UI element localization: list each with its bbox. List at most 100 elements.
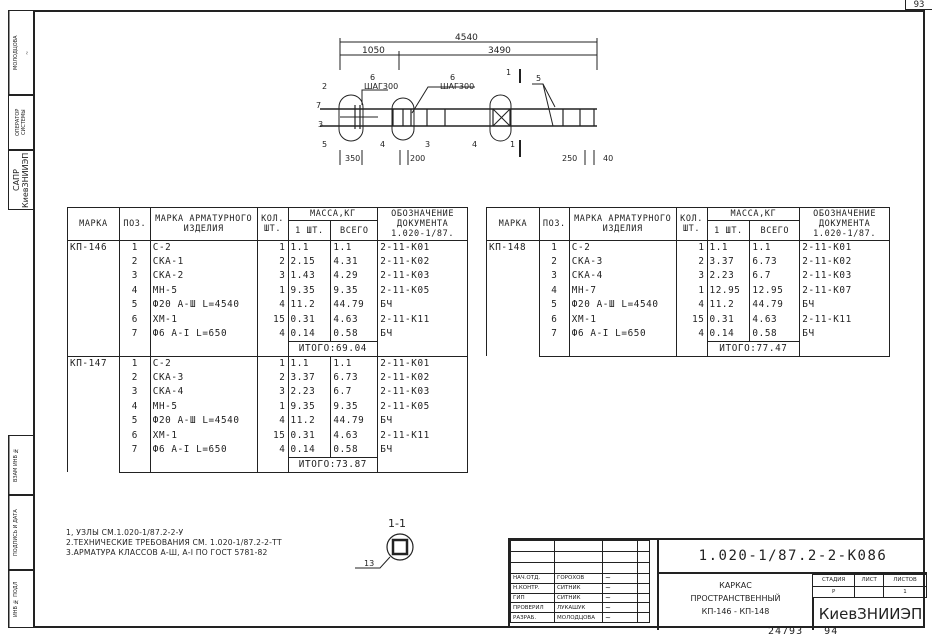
cell-pos: 6 xyxy=(118,312,151,327)
section-title: 1-1 xyxy=(388,517,406,530)
cell-unit-mass: 0.14 xyxy=(287,326,332,342)
cell-unit-mass: 0.31 xyxy=(287,428,332,443)
note: 1, УЗЛЫ СМ.1.020-1/87.2-2-У xyxy=(66,528,184,537)
dim-left: 1050 xyxy=(362,46,385,56)
cell-qty: 1 xyxy=(675,240,708,255)
drawing-frame xyxy=(33,10,925,628)
bottom-stamp: 24793 94 xyxy=(768,626,838,637)
section-1-1: 1-1 13 xyxy=(355,517,414,569)
cell-total-mass: 6.73 xyxy=(330,370,379,386)
cell-qty: 2 xyxy=(675,255,708,270)
cell-item: Ф6 А-I L=650 xyxy=(568,326,677,342)
cell-unit-mass: 11.2 xyxy=(287,298,332,313)
cell-doc: 2-11-К01 xyxy=(377,355,468,371)
cell-total-mass: 4.29 xyxy=(330,269,379,284)
callout-6: 6 xyxy=(370,73,375,82)
cell-pos: 1 xyxy=(538,240,570,255)
header-qty: КОЛ. ШТ. xyxy=(256,207,289,241)
header-mass: МАССА,КГ xyxy=(706,207,801,221)
side-stamp-author: МОЛОДЦОВА~ xyxy=(8,10,34,95)
cell-unit-mass: 3.37 xyxy=(706,255,751,270)
signer-role: ПРОВЕРИЛ xyxy=(510,602,555,614)
callout-2: 2 xyxy=(322,82,327,91)
note: 2.ТЕХНИЧЕСКИЕ ТРЕБОВАНИЯ СМ. 1.020-1/87.… xyxy=(66,538,282,547)
signer-name: ЛУКАШУК xyxy=(554,602,603,614)
cell-total-mass: 4.63 xyxy=(330,312,379,327)
cell-doc: 2-11-К01 xyxy=(799,240,890,255)
cell-total-mass: 0.58 xyxy=(749,326,801,342)
dim-right: 3490 xyxy=(488,46,511,56)
cell-unit-mass: 0.14 xyxy=(706,326,751,342)
cell-doc: 2-11-К02 xyxy=(377,255,468,270)
cell-qty: 2 xyxy=(256,370,289,386)
callout-4: 4 xyxy=(472,140,477,149)
cell-doc: БЧ xyxy=(377,326,468,342)
cell-qty: 3 xyxy=(256,385,289,400)
header-qty: КОЛ. ШТ. xyxy=(675,207,708,241)
cell-total-mass: 1.1 xyxy=(330,355,379,371)
cell-unit-mass: 9.35 xyxy=(287,399,332,415)
cell-pos: 3 xyxy=(118,269,151,284)
header-row: 1 ШТ.ВСЕГО xyxy=(68,220,468,241)
cell-unit-mass: 0.14 xyxy=(287,442,332,458)
sheet-value xyxy=(854,585,885,598)
side-stamp-text: ВЗАМ ИНВ № xyxy=(9,436,22,494)
header-unit: 1 ШТ. xyxy=(287,220,332,241)
cell-pos: 4 xyxy=(118,283,151,299)
corner-sheet-number: 93 xyxy=(905,0,932,10)
dim-200: 200 xyxy=(410,154,425,163)
total-row: ИТОГО:73.87 xyxy=(68,456,468,473)
cell-pos: 3 xyxy=(118,385,151,400)
cell-total-mass: 44.79 xyxy=(330,298,379,313)
signature: ~ xyxy=(602,592,638,604)
cell-item: МН-5 xyxy=(149,399,258,415)
cell-doc: 2-11-К05 xyxy=(377,283,468,299)
cell-doc: 2-11-К01 xyxy=(377,240,468,255)
cell-unit-mass: 9.35 xyxy=(287,283,332,299)
cell-doc: БЧ xyxy=(377,414,468,429)
signer-role: РАЗРАБ. xyxy=(510,612,555,623)
cell-qty: 1 xyxy=(256,240,289,255)
cell-doc: 2-11-К11 xyxy=(799,312,890,327)
cell-unit-mass: 2.15 xyxy=(287,255,332,270)
cell-qty: 4 xyxy=(675,326,708,342)
header-doc: ОБОЗНАЧЕНИЕ ДОКУМЕНТА 1.020-1/87. xyxy=(377,207,468,241)
cell-unit-mass: 11.2 xyxy=(706,298,751,313)
cell-doc: БЧ xyxy=(377,442,468,458)
cell-qty: 1 xyxy=(256,399,289,415)
cell-qty: 3 xyxy=(675,269,708,284)
cell-doc: БЧ xyxy=(799,298,890,313)
signer-role: ГИП xyxy=(510,592,555,604)
step-label: ШАГ300 xyxy=(440,82,474,91)
cell-pos: 7 xyxy=(118,442,151,458)
cell-total-mass: 0.58 xyxy=(330,326,379,342)
archive-number: 24793 xyxy=(768,626,804,637)
side-stamp-inv-replace: ВЗАМ ИНВ № xyxy=(8,435,34,495)
page-number: 94 xyxy=(824,626,839,637)
header-row: 1 ШТ.ВСЕГО xyxy=(487,220,890,241)
cell-mark: КП-147 xyxy=(67,355,120,473)
cell-doc: 2-11-К02 xyxy=(377,370,468,386)
cell-qty: 1 xyxy=(256,355,289,371)
cell-unit-mass: 2.23 xyxy=(287,385,332,400)
header-unit: 1 ШТ. xyxy=(706,220,751,241)
cell-qty: 3 xyxy=(256,269,289,284)
cell-pos: 4 xyxy=(538,283,570,299)
cell-item: Ф20 А-Ш L=4540 xyxy=(149,298,258,313)
cell-unit-mass: 3.37 xyxy=(287,370,332,386)
cell-pos: 2 xyxy=(118,255,151,270)
dim-total: 4540 xyxy=(455,33,478,43)
cell-doc: 2-11-К03 xyxy=(799,269,890,284)
callout-4: 4 xyxy=(380,140,385,149)
group-total: ИТОГО:77.47 xyxy=(706,340,801,357)
cell-unit-mass: 1.1 xyxy=(706,240,751,255)
